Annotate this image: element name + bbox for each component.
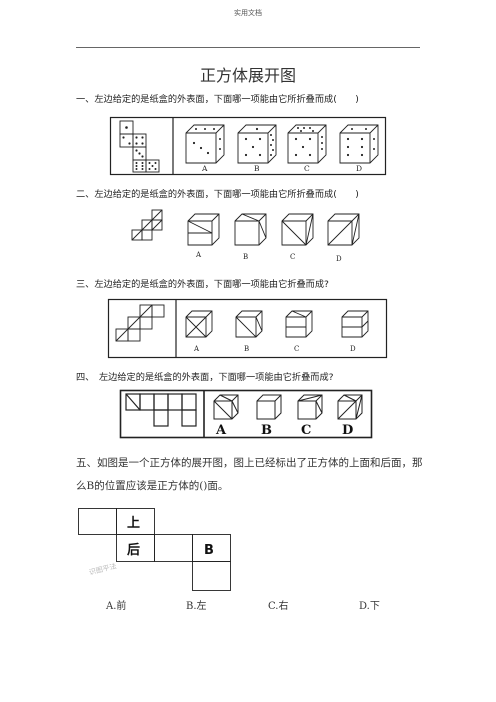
- cube-option-d: [341, 310, 369, 338]
- question-4-figure: A B C D: [119, 389, 373, 439]
- q2-option-d: D: [336, 255, 342, 263]
- dice-cube-c: [287, 124, 327, 164]
- cube-option-b: [256, 394, 282, 420]
- q2-option-b: B: [243, 253, 248, 261]
- q2-option-a: A: [195, 251, 202, 259]
- cube-option-c: [297, 394, 323, 420]
- q3-option-c: C: [294, 345, 299, 353]
- question-5-text: 五、如图是一个正方体的展开图，图上已经标出了正方体的上面和后面，那么B的位置应该…: [76, 457, 423, 492]
- question-3-text: 三、左边给定的是纸盒的外表面，下面哪一项能由它折叠而成?: [76, 279, 329, 290]
- question-5-net: 上 后 B: [78, 508, 238, 592]
- cube-option-b: [235, 310, 263, 338]
- q4-option-a: A: [215, 423, 227, 438]
- net-figure: [115, 304, 165, 342]
- document-title: 正方体展开图: [199, 66, 296, 85]
- q3-option-d: D: [350, 345, 356, 353]
- cube-option-d: [327, 213, 360, 246]
- question-1-figure: A B C D: [109, 116, 387, 176]
- net-figure: [125, 393, 197, 427]
- question-4-text: 四、 左边给定的是纸盒的外表面，下面哪一项能由它折叠而成?: [76, 372, 334, 383]
- choice-c: C.右: [268, 601, 289, 612]
- question-2-text: 二、左边给定的是纸盒的外表面，下面哪一项能由它所折叠而成( ): [76, 189, 359, 200]
- cube-option-a: [185, 310, 213, 338]
- q4-option-d: D: [342, 423, 353, 438]
- page-header: 实用文档: [234, 9, 262, 17]
- q3-option-b: B: [244, 345, 249, 353]
- q3-option-a: A: [193, 345, 200, 353]
- q1-option-a: A: [201, 164, 208, 173]
- q1-option-c: C: [304, 164, 310, 173]
- net-label-back: 后: [127, 542, 140, 558]
- net-figure: [131, 209, 163, 241]
- dice-cube-b: [237, 124, 277, 164]
- cube-option-b: [234, 213, 267, 246]
- cube-option-d: [337, 394, 363, 420]
- dice-cube-d: [339, 124, 379, 164]
- dice-net: [119, 120, 160, 173]
- q4-option-b: B: [261, 423, 272, 438]
- cube-option-c: [285, 310, 313, 338]
- q1-option-b: B: [254, 164, 260, 173]
- question-2-figure: A B C D: [130, 207, 360, 265]
- cube-option-c: [281, 213, 314, 246]
- net-label-b: B: [204, 543, 214, 558]
- dice-cube-a: [185, 124, 225, 164]
- q4-option-c: C: [301, 423, 311, 438]
- cube-option-a: [187, 213, 220, 246]
- q2-option-c: C: [290, 253, 295, 261]
- choice-b: B.左: [186, 601, 207, 612]
- q1-option-d: D: [356, 164, 362, 173]
- header-rule: [76, 47, 420, 48]
- choice-d: D.下: [359, 601, 380, 612]
- net-label-top: 上: [127, 516, 140, 531]
- question-3-figure: A B C D: [107, 298, 388, 359]
- cube-option-a: [213, 394, 239, 420]
- choice-a: A.前: [106, 601, 127, 612]
- question-1-text: 一、左边给定的是纸盒的外表面，下面哪一项能由它所折叠而成( ): [76, 94, 359, 105]
